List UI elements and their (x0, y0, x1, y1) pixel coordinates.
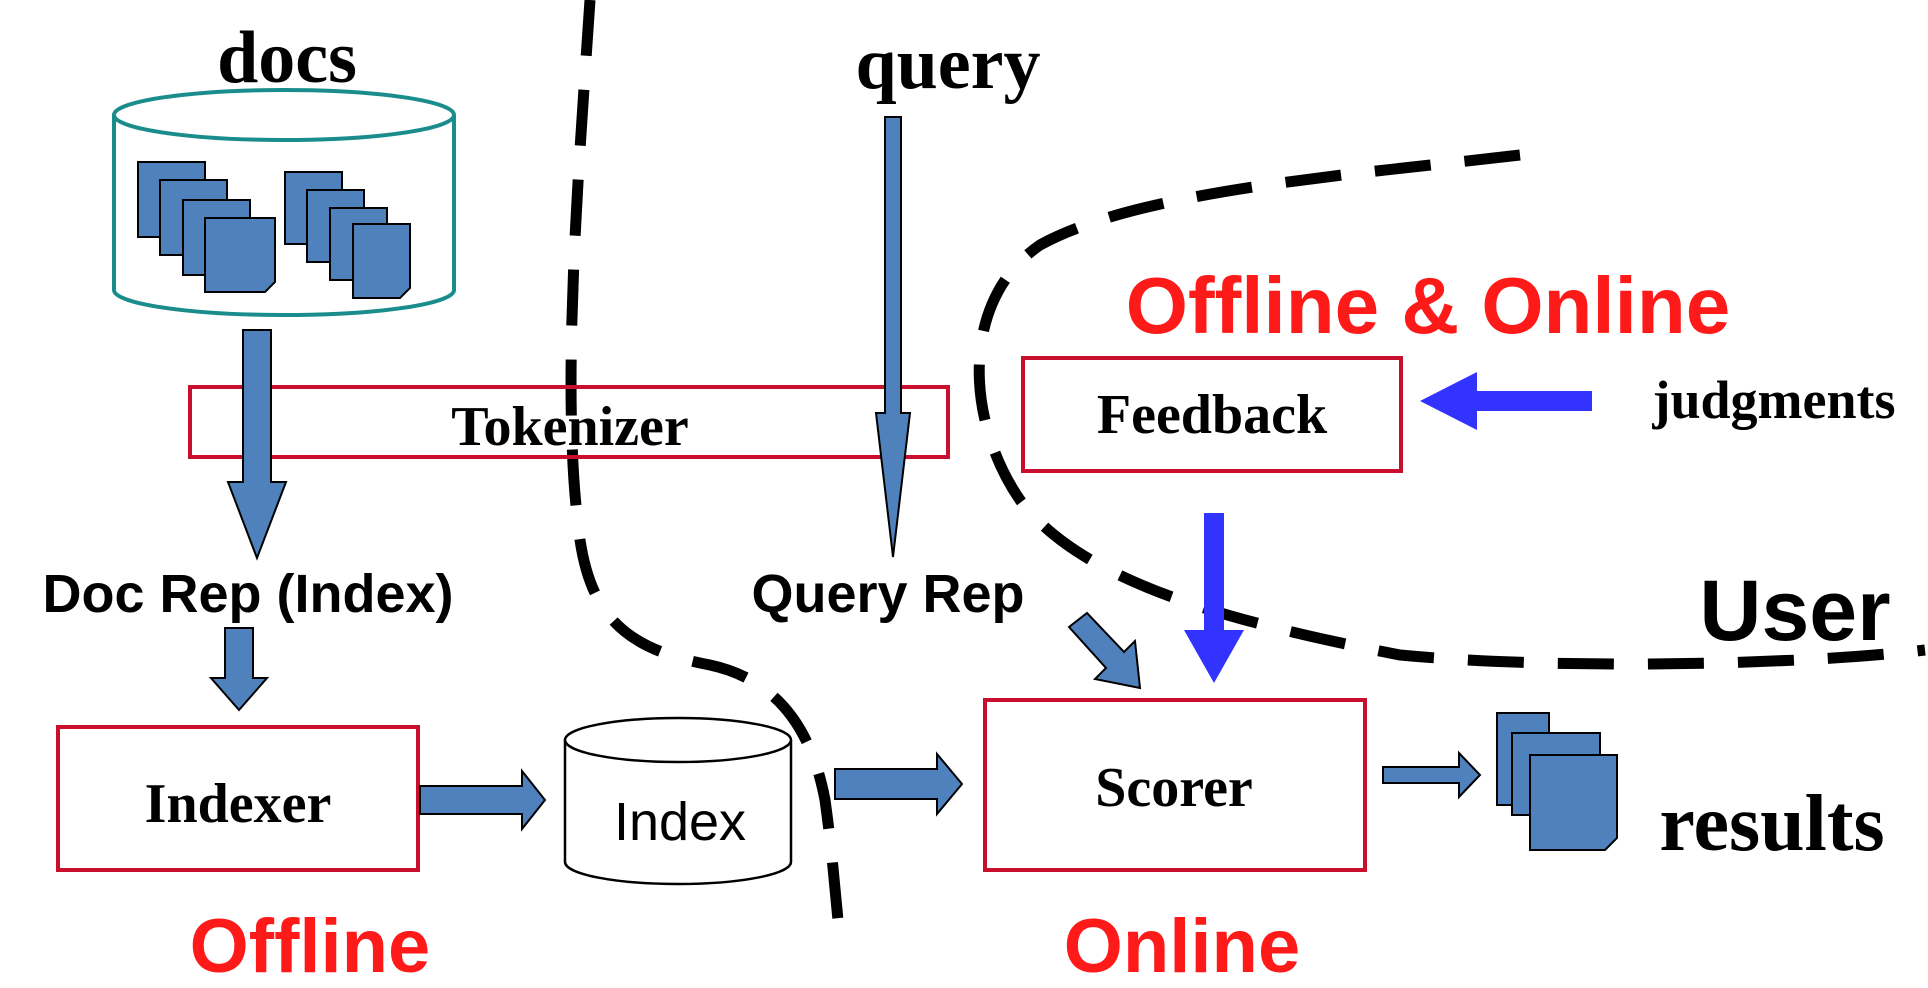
query-to-queryrep-arrow (874, 116, 912, 558)
index-database (563, 716, 793, 886)
feedback-to-scorer-arrow (1184, 513, 1244, 683)
online-zone-label: Online (1064, 904, 1300, 988)
offline-zone-label: Offline (190, 904, 431, 988)
document-stack-icon (137, 161, 276, 293)
query-rep-label: Query Rep (751, 564, 1024, 624)
results-label: results (1659, 780, 1884, 868)
tokenizer-label: Tokenizer (451, 396, 688, 458)
indexer-to-index-arrow (419, 768, 547, 832)
query-label: query (856, 23, 1041, 105)
docs-label: docs (217, 17, 357, 99)
queryrep-to-scorer-arrow (1067, 611, 1142, 690)
indexer-label: Indexer (145, 773, 332, 835)
feedback-box (1021, 356, 1403, 473)
docrep-to-indexer-arrow (208, 627, 270, 712)
doc-rep-label: Doc Rep (Index) (42, 564, 453, 624)
user-boundary (973, 149, 1926, 670)
scorer-label: Scorer (1095, 757, 1253, 819)
offline-online-boundary (565, 0, 844, 921)
index-to-scorer-arrow (834, 751, 964, 817)
results-document-icon (1496, 712, 1618, 851)
docs-to-docrep-arrow (226, 329, 288, 561)
judgments-label: judgments (1651, 370, 1895, 430)
offline-online-zone-label: Offline & Online (1126, 261, 1730, 350)
judgments-to-feedback-arrow (1420, 372, 1592, 430)
feedback-label: Feedback (1097, 384, 1328, 446)
scorer-to-results-arrow (1382, 750, 1482, 800)
scorer-box (983, 698, 1367, 872)
tokenizer-box (188, 385, 950, 459)
index-label: Index (614, 792, 746, 852)
indexer-box (56, 725, 420, 872)
document-stack-icon (284, 171, 411, 299)
user-label: User (1699, 563, 1890, 659)
